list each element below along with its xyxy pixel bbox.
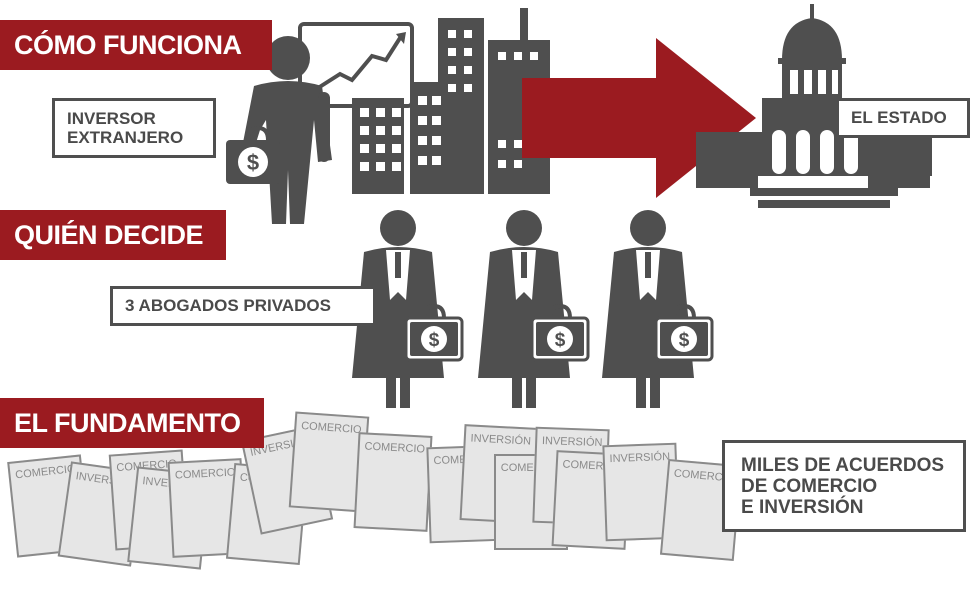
agreement-document: COMERCIO	[353, 432, 433, 532]
label-agreements-line-2: DE COMERCIO	[741, 476, 878, 497]
skyscrapers-icon	[352, 8, 550, 194]
label-agreements-line-1: MILES DE ACUERDOS	[741, 455, 945, 476]
presentation-board-icon	[298, 22, 414, 108]
lawyers-group: $ $ $	[352, 210, 714, 408]
label-investor-line-2: EXTRANJERO	[67, 128, 184, 147]
currency-symbol: $	[247, 150, 259, 175]
label-state: EL ESTADO	[836, 98, 970, 138]
label-agreements: MILES DE ACUERDOS DE COMERCIO E INVERSIÓ…	[722, 440, 966, 532]
section-basis: EL FUNDAMENTO	[0, 398, 264, 448]
money-bag-icon: $	[226, 125, 280, 184]
agreement-document-label: INVERSIÓN	[470, 432, 532, 448]
currency-symbol: $	[429, 330, 440, 351]
currency-symbol: $	[555, 330, 566, 351]
label-investor-line-1: INVERSOR	[67, 109, 156, 128]
agreement-document-label: INVERSIÓN	[609, 450, 671, 466]
label-state-text: EL ESTADO	[851, 108, 947, 127]
agreement-document-label: COMERCIO	[364, 440, 426, 456]
lawyer-icon: $	[478, 210, 590, 408]
businessman-icon	[240, 36, 332, 224]
label-lawyers-text: 3 ABOGADOS PRIVADOS	[125, 296, 331, 315]
agreement-document-label: COMERCIO	[300, 419, 362, 437]
label-lawyers: 3 ABOGADOS PRIVADOS	[110, 286, 376, 326]
section-who-decides: QUIÉN DECIDE	[0, 210, 226, 260]
label-agreements-line-3: E INVERSIÓN	[741, 497, 864, 518]
lawyer-icon: $	[602, 210, 714, 408]
capitol-building-icon	[696, 4, 932, 208]
agreement-document-label: COMERCIO	[174, 466, 236, 482]
section-how-it-works: CÓMO FUNCIONA	[0, 20, 272, 70]
currency-symbol: $	[679, 330, 690, 351]
agreement-document-label: COMERCIO	[14, 463, 77, 482]
label-investor: INVERSOR EXTRANJERO	[52, 98, 216, 158]
agreement-document-label: INVERSIÓN	[541, 434, 603, 450]
